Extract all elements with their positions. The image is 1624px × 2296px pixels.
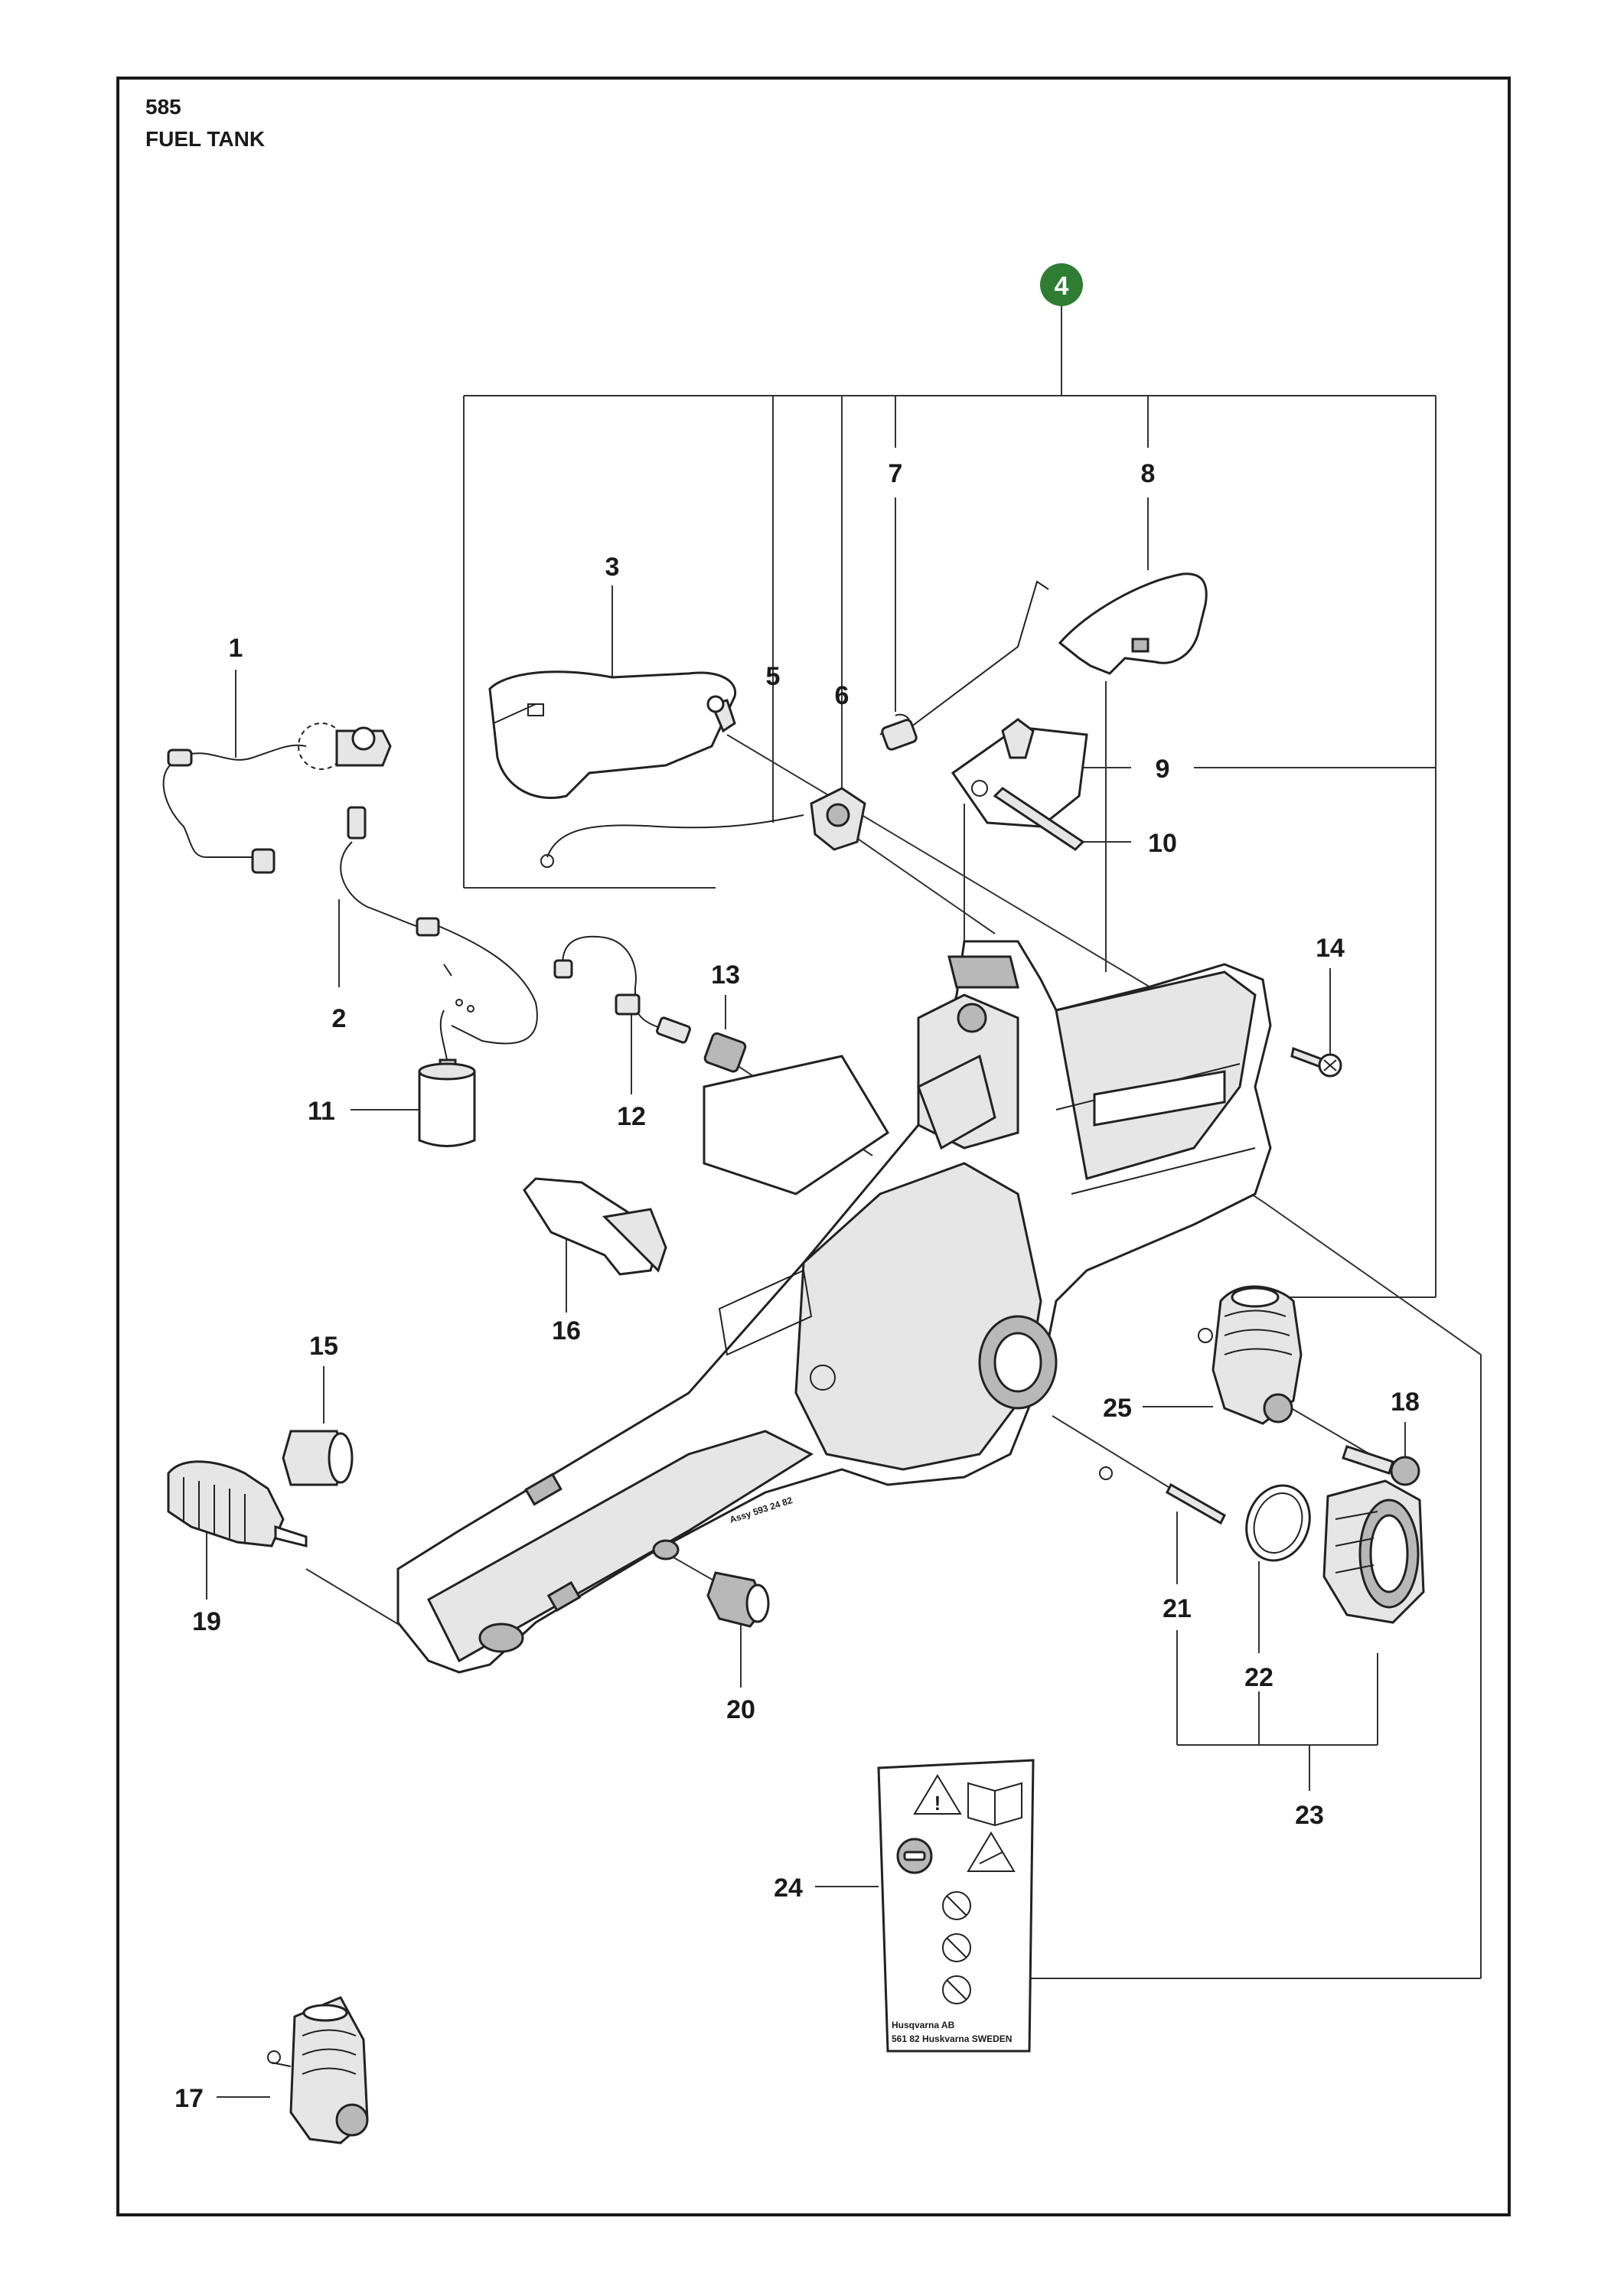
page-number: 585 bbox=[145, 95, 181, 119]
callout-25: 25 bbox=[1103, 1394, 1132, 1423]
callout-16: 16 bbox=[552, 1316, 581, 1345]
callout-15: 15 bbox=[309, 1332, 338, 1361]
one-hand-prohibited-icon bbox=[942, 1891, 971, 1920]
leader-lines bbox=[206, 305, 1482, 2098]
drawing-frame bbox=[116, 77, 1511, 2216]
part-15-damper bbox=[282, 1430, 354, 1486]
part-22-o-ring bbox=[1245, 1484, 1311, 1562]
decal-manufacturer: Husqvarna AB bbox=[892, 2020, 955, 2030]
callout-1: 1 bbox=[229, 634, 243, 663]
callout-10: 10 bbox=[1148, 829, 1177, 858]
callout-11: 11 bbox=[308, 1097, 335, 1126]
part-7-spring bbox=[879, 580, 1049, 751]
part-19-av-spring bbox=[167, 1460, 308, 1548]
callout-22: 22 bbox=[1244, 1663, 1273, 1692]
callout-18: 18 bbox=[1391, 1388, 1420, 1417]
part-18-bolt bbox=[1342, 1445, 1420, 1486]
page-title: FUEL TANK bbox=[145, 127, 266, 151]
callout-7: 7 bbox=[889, 459, 903, 488]
callout-19: 19 bbox=[192, 1607, 221, 1636]
callout-21: 21 bbox=[1163, 1594, 1192, 1623]
part-23-fuel-cap bbox=[1322, 1479, 1425, 1624]
no-smoking-icon bbox=[942, 1933, 971, 1962]
callout-20: 20 bbox=[726, 1695, 755, 1724]
part-12-impulse-hose bbox=[553, 935, 691, 1044]
part-2-fuel-hose bbox=[340, 806, 538, 1045]
part-24-warning-decal: ! Husqvarna AB 561 82 Huskvarna SWEDEN bbox=[877, 1759, 1035, 2053]
fuel-tank-housing: Assy 593 24 82 bbox=[396, 940, 1272, 1674]
part-10-pin bbox=[993, 787, 1085, 851]
callout-labels: 4 1 2 3 5 6 7 8 9 10 11 12 13 14 15 16 1… bbox=[174, 263, 1420, 2113]
callout-6: 6 bbox=[835, 681, 850, 710]
part-8-throttle-lever bbox=[1058, 572, 1208, 675]
part-16-deflector bbox=[523, 1177, 667, 1276]
part-14-screw bbox=[1290, 1046, 1342, 1078]
part-3-cover bbox=[488, 670, 737, 800]
callout-3: 3 bbox=[605, 553, 620, 582]
callout-2: 2 bbox=[332, 1004, 347, 1033]
warning-icon bbox=[913, 1774, 962, 1815]
callout-23: 23 bbox=[1295, 1801, 1324, 1830]
callout-12: 12 bbox=[617, 1102, 646, 1131]
part-9-handle-insert bbox=[951, 718, 1088, 828]
part-13-fitting bbox=[703, 1032, 747, 1073]
manual-icon bbox=[967, 1782, 1022, 1827]
fuel-warning-icon bbox=[942, 1975, 971, 2004]
part-11-fuel-filter bbox=[418, 1009, 476, 1147]
callout-17: 17 bbox=[174, 2084, 204, 2113]
callout-14: 14 bbox=[1316, 934, 1345, 963]
highlight-badge bbox=[1040, 263, 1083, 306]
part-1-fuel-hose bbox=[162, 722, 392, 874]
callout-13: 13 bbox=[711, 960, 740, 990]
part-17-av-spring bbox=[267, 1996, 369, 2144]
part-5-cable bbox=[540, 695, 804, 868]
part-20-plug bbox=[706, 1571, 770, 1628]
part-21-strap bbox=[1099, 1466, 1226, 1525]
part-6-valve bbox=[810, 787, 866, 851]
part-25-av-spring bbox=[1198, 1285, 1303, 1425]
callout-5: 5 bbox=[766, 662, 781, 691]
svg-text:!: ! bbox=[934, 1792, 941, 1815]
callout-24: 24 bbox=[774, 1874, 803, 1903]
callout-4: 4 bbox=[1055, 272, 1069, 301]
decal-address: 561 82 Huskvarna SWEDEN bbox=[892, 2033, 1012, 2044]
callout-9: 9 bbox=[1156, 755, 1170, 784]
callout-8: 8 bbox=[1141, 459, 1156, 488]
